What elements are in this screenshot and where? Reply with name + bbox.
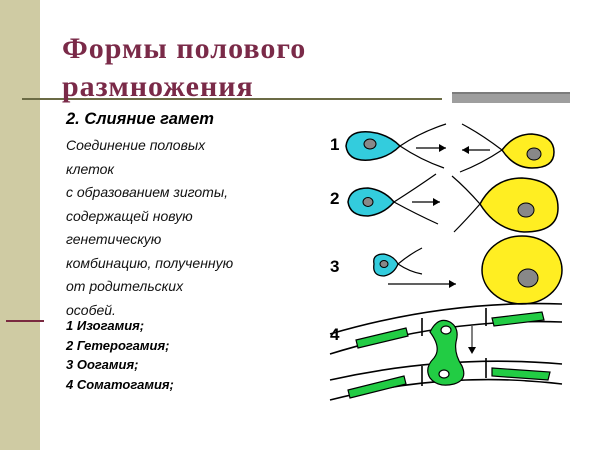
- flagellum: [397, 263, 423, 275]
- description-line: клеток: [66, 160, 115, 177]
- flagellum: [393, 201, 439, 225]
- green-protoplasts: [347, 311, 551, 399]
- description-line: генетическую: [66, 231, 162, 247]
- description-line: от родительских: [66, 278, 184, 294]
- filament-edge: [329, 302, 563, 335]
- figure-label-4: 4: [330, 325, 340, 344]
- type-item: 3 Оогамия;: [66, 357, 139, 372]
- accent-bar-edge: [452, 92, 570, 94]
- yellow-gamete: [479, 177, 559, 233]
- nucleus: [526, 147, 542, 161]
- types-list: 1 Изогамия; 2 Гетерогамия; 3 Оогамия; 4 …: [66, 316, 174, 394]
- nucleus: [362, 197, 374, 207]
- row-oogamy: [373, 235, 563, 305]
- flagellum: [461, 123, 503, 151]
- description-line: содержащей новую: [66, 207, 193, 224]
- green-cell: [491, 367, 551, 381]
- conjugation-tube: [427, 319, 465, 386]
- side-rule: [6, 320, 44, 322]
- arrow-head: [433, 198, 440, 206]
- description-line: с образованием зиготы,: [66, 184, 229, 200]
- flagellum: [399, 145, 445, 169]
- figure-label-2: 2: [330, 189, 339, 208]
- green-cell: [355, 327, 409, 349]
- flagellum: [397, 247, 423, 265]
- title-line-1: Формы полового: [62, 32, 307, 65]
- title-line-2: размножения: [62, 70, 254, 103]
- arrow-head: [439, 144, 446, 152]
- title-underline: [22, 98, 442, 100]
- row-isogamy: [345, 123, 555, 173]
- arrow-head: [468, 347, 476, 354]
- type-item: 2 Гетерогамия;: [66, 337, 170, 353]
- row-heterogamy: [347, 173, 559, 233]
- yellow-egg: [481, 235, 563, 305]
- flagellum: [393, 173, 437, 203]
- side-band: [0, 0, 40, 450]
- flagellum: [459, 149, 503, 173]
- arrow-head: [462, 146, 469, 154]
- description-line: особей.: [66, 301, 116, 318]
- gamete-fusion-figure: 1 2 3 4: [329, 123, 563, 401]
- flagellum: [451, 175, 481, 205]
- nucleus: [438, 369, 450, 379]
- type-item: 1 Изогамия;: [66, 318, 145, 333]
- green-cell: [347, 375, 407, 399]
- nucleus: [379, 260, 389, 268]
- figure-label-1: 1: [330, 135, 339, 154]
- flagellum: [453, 203, 481, 233]
- accent-bar: [452, 94, 570, 103]
- arrow-head: [449, 280, 456, 288]
- figure-label-3: 3: [330, 257, 339, 276]
- nucleus: [517, 202, 535, 218]
- green-cell: [491, 311, 545, 327]
- description: Соединение половых клеток с образованием…: [66, 134, 306, 322]
- nucleus: [440, 325, 452, 335]
- flagellum: [399, 123, 447, 147]
- description-line: комбинацию, полученную: [66, 254, 234, 271]
- description-line: Соединение половых: [66, 137, 206, 153]
- slide-title: Формы полового размножения: [62, 30, 442, 106]
- nucleus: [517, 268, 539, 288]
- type-item: 4 Соматогамия;: [66, 376, 174, 392]
- nucleus: [363, 138, 377, 150]
- section-heading: 2. Слияние гамет: [66, 110, 214, 128]
